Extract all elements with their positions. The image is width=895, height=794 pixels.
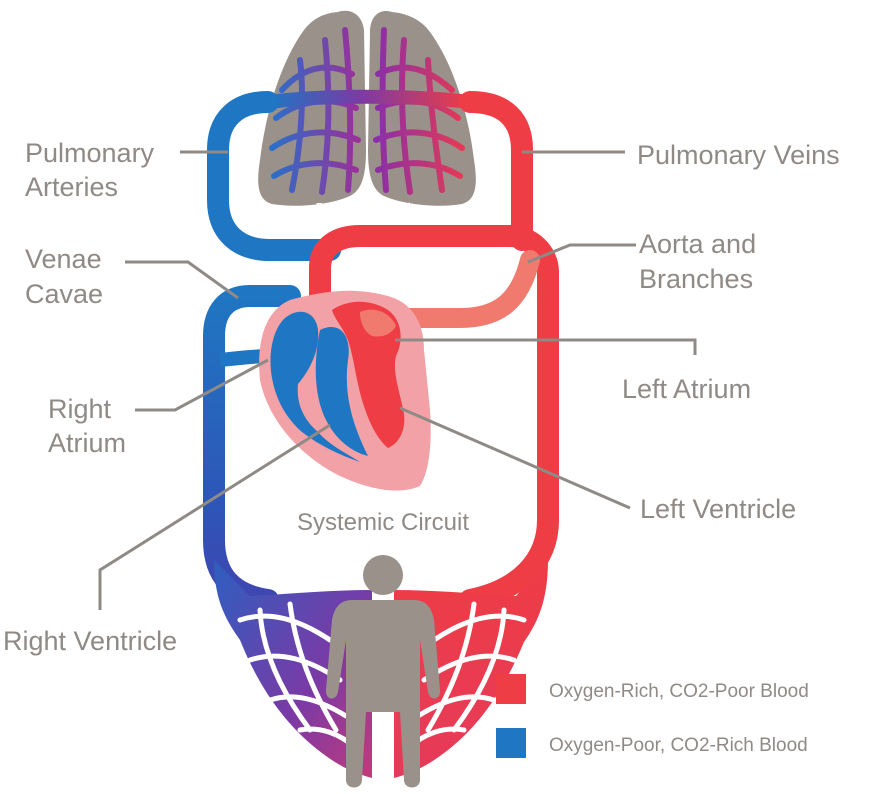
leader-right-atrium [135,358,269,412]
label-aorta-branches-1: Aorta and [639,229,756,259]
leader-left-ventricle [399,406,631,510]
legend-label-oxygen-rich: Oxygen-Rich, CO2-Poor Blood [549,681,809,702]
label-right-atrium-2: Atrium [48,428,126,458]
pulmonary-vein-vessel [459,91,533,251]
legend-label-oxygen-poor: Oxygen-Poor, CO2-Rich Blood [549,735,808,756]
pulmonary-circuit-label: Pulmonary Circuit [316,201,415,215]
leader-right-ventricle [98,423,331,610]
legend-swatch-oxygen-rich [496,674,526,704]
label-venae-cavae-2: Cavae [25,279,103,309]
right-ventricle-shape [315,326,368,456]
label-pulmonary-arteries-1: Pulmonary [25,138,155,168]
heart [259,290,431,491]
right-heart-chambers [270,311,360,462]
person-head [363,555,403,595]
label-left-atrium: Left Atrium [622,374,751,404]
person-icon [325,555,441,788]
leader-lines [98,150,697,610]
legend-swatch-oxygen-poor [496,728,526,758]
lungs: Pulmonary Circuit [258,10,476,215]
left-heart-chambers [332,301,405,448]
labels: Pulmonary Arteries Venae Cavae Right Atr… [3,138,840,656]
pulmonary-connector [269,89,471,109]
leader-left-atrium [395,338,697,355]
label-right-atrium-1: Right [48,394,112,424]
legend: Oxygen-Rich, CO2-Poor Blood Oxygen-Poor,… [496,674,809,758]
leader-aorta-branches [527,243,636,264]
label-aorta-branches-2: Branches [639,264,753,294]
label-left-ventricle: Left Ventricle [640,494,796,524]
label-pulmonary-arteries-2: Arteries [25,172,118,202]
capillary-network-right [405,601,527,751]
aorta-branch-vessel [390,250,540,328]
label-pulmonary-veins: Pulmonary Veins [637,140,840,170]
label-venae-cavae-1: Venae [25,244,102,274]
label-systemic-circuit: Systemic Circuit [297,509,469,536]
left-lung [258,10,366,206]
person-body [325,600,441,788]
leader-venae-cavae [125,260,239,300]
capillary-network-left [237,601,359,751]
left-atrium-highlight [360,309,396,337]
aorta-vessel [309,225,559,611]
right-lung [368,10,476,206]
label-right-ventricle: Right Ventricle [3,626,177,656]
pulmonary-artery-vessel [207,91,341,261]
